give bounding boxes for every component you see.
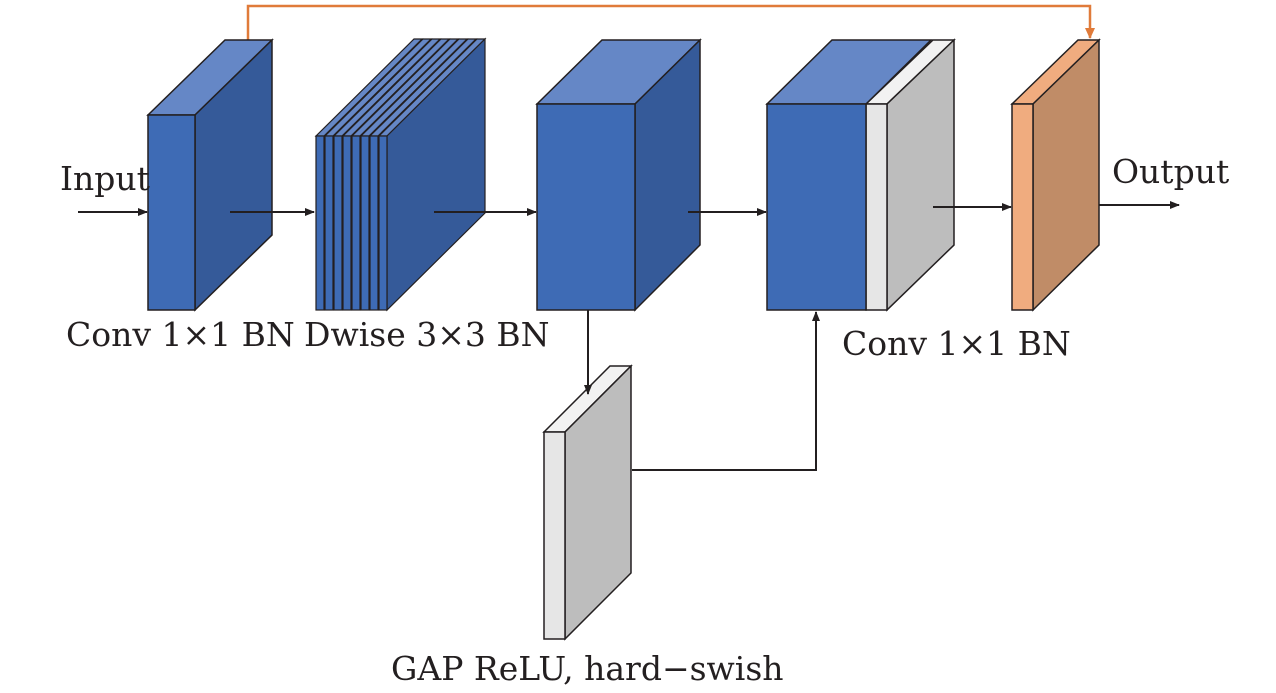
output-block <box>1010 38 1101 312</box>
arrow-se-to-conv2 <box>632 311 820 471</box>
input-label: Input <box>60 159 150 198</box>
conv1-label: Conv 1×1 BN <box>66 315 295 354</box>
dwise-block <box>314 37 487 312</box>
dwise-label: Dwise 3×3 BN <box>304 315 549 354</box>
se-block <box>542 364 633 641</box>
conv2-block <box>765 38 956 312</box>
expand-block <box>535 38 702 312</box>
skip-connection-arrow <box>246 4 1095 40</box>
se-label: GAP ReLU, hard−swish <box>391 649 784 688</box>
conv1-block <box>146 38 274 312</box>
output-label: Output <box>1112 152 1229 191</box>
conv2-label: Conv 1×1 BN <box>842 324 1071 363</box>
